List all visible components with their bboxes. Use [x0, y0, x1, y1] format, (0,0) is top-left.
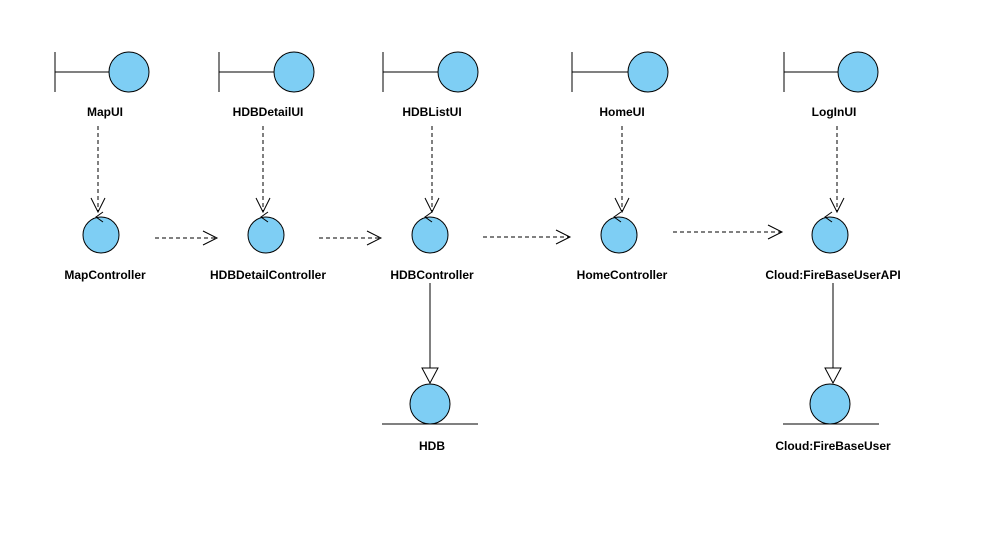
dependency-hdblistui-to-hdbcontroller	[424, 126, 440, 214]
label-firebase-user: Cloud:FireBaseUser	[775, 439, 891, 453]
label-home-controller: HomeController	[577, 268, 668, 282]
dependency-homecontroller-to-firebaseuserapi	[673, 224, 784, 240]
control-map-controller[interactable]	[82, 211, 120, 254]
label-hdb-detail-ui: HDBDetailUI	[233, 105, 304, 119]
dependency-mapui-to-mapcontroller	[90, 126, 106, 214]
label-hdb-list-ui: HDBListUI	[402, 105, 461, 119]
dependency-homeui-to-homecontroller	[614, 126, 630, 214]
association-hdbcontroller-to-hdb	[421, 283, 439, 385]
dependency-loginui-to-firebaseuserapi	[829, 126, 845, 214]
control-hdb-detail-controller[interactable]	[247, 211, 285, 254]
control-firebase-user-api[interactable]	[811, 211, 849, 254]
label-home-ui: HomeUI	[599, 105, 644, 119]
boundary-home-ui[interactable]	[571, 51, 669, 93]
boundary-hdb-list-ui[interactable]	[382, 51, 479, 93]
control-hdb-controller[interactable]	[411, 211, 449, 254]
label-map-ui: MapUI	[87, 105, 123, 119]
boundary-hdb-detail-ui[interactable]	[218, 51, 315, 93]
entity-firebase-user[interactable]	[783, 383, 879, 425]
entity-hdb[interactable]	[382, 383, 478, 425]
boundary-map-ui[interactable]	[54, 51, 150, 93]
dependency-mapcontroller-to-hdbdetailcontroller	[155, 230, 219, 246]
label-hdb-detail-controller: HDBDetailController	[210, 268, 326, 282]
dependency-hdbdetailcontroller-to-hdbcontroller	[319, 230, 383, 246]
label-login-ui: LogInUI	[812, 105, 857, 119]
boundary-login-ui[interactable]	[783, 51, 879, 93]
label-hdb: HDB	[419, 439, 445, 453]
label-hdb-controller: HDBController	[390, 268, 474, 282]
label-map-controller: MapController	[64, 268, 146, 282]
label-firebase-user-api: Cloud:FireBaseUserAPI	[765, 268, 900, 282]
association-firebaseuserapi-to-firebaseuser	[824, 283, 842, 385]
dependency-hdbdetailui-to-hdbdetailcontroller	[255, 126, 271, 214]
dependency-hdbcontroller-to-homecontroller	[483, 229, 572, 245]
control-home-controller[interactable]	[600, 211, 638, 254]
